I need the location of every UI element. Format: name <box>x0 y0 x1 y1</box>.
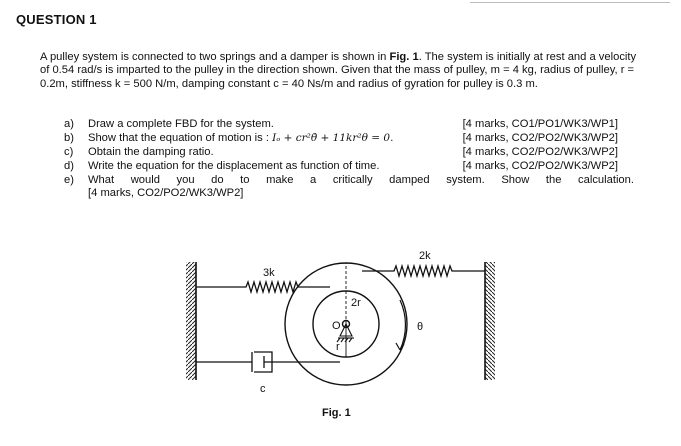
item-e-line: e) What would you do to make a critically… <box>64 174 634 187</box>
question-heading: QUESTION 1 <box>16 12 97 27</box>
theta-arrow-icon <box>395 299 407 351</box>
item-label: e) <box>64 174 74 186</box>
item-label: b) <box>64 132 74 144</box>
item-text: Show that the equation of motion is : <box>88 132 273 144</box>
top-rule <box>470 2 670 3</box>
item-marks: [4 marks, CO2/PO2/WK3/WP2] <box>462 146 618 158</box>
intro-text-1: A pulley system is connected to two spri… <box>40 51 390 63</box>
damper-c <box>196 351 340 373</box>
item-text: Draw a complete FBD for the system. <box>88 118 274 130</box>
item-marks: [4 marks, CO2/PO2/WK3/WP2] <box>88 187 244 200</box>
label-center: O <box>332 320 341 332</box>
question-intro: A pulley system is connected to two spri… <box>40 51 640 91</box>
question-item-a: a) Draw a complete FBD for the system. [4… <box>64 118 648 131</box>
item-label: a) <box>64 118 74 130</box>
item-label: c) <box>64 146 74 158</box>
label-spring-2k: 2k <box>419 250 431 262</box>
label-outer-radius: 2r <box>351 297 361 309</box>
item-text: Obtain the damping ratio. <box>88 146 214 158</box>
item-marks: [4 marks, CO2/PO2/WK3/WP2] <box>462 132 618 144</box>
question-item-b: b)Show that the equation of motion is : … <box>64 132 648 145</box>
intro-fig-ref: Fig. 1 <box>389 51 419 63</box>
label-spring-3k: 3k <box>263 267 275 279</box>
figure-caption: Fig. 1 <box>322 407 351 419</box>
right-wall <box>484 262 495 380</box>
equation-of-motion: Iₒ + cr²θ̇ + 11kr²θ = 0. <box>272 132 394 144</box>
question-item-d: d) Write the equation for the displacemen… <box>64 160 648 173</box>
item-label: d) <box>64 160 74 172</box>
intro-text-2: . The system is initially at rest and a … <box>40 51 637 90</box>
question-item-c: c) Obtain the damping ratio. [4 marks, CO… <box>64 146 648 159</box>
label-damper: c <box>260 383 266 395</box>
item-marks: [4 marks, CO1/PO1/WK3/WP1] <box>462 118 618 130</box>
spring-2k <box>362 263 485 279</box>
spring-3k <box>196 279 330 295</box>
left-wall <box>186 262 197 380</box>
item-text: What would you do to make a critically d… <box>88 174 634 186</box>
label-inner-radius: r <box>336 341 340 353</box>
question-item-e: e) What would you do to make a critically… <box>64 174 634 201</box>
label-theta: θ <box>417 321 423 333</box>
item-marks: [4 marks, CO2/PO2/WK3/WP2] <box>462 160 618 172</box>
item-text: Write the equation for the displacement … <box>88 160 380 172</box>
